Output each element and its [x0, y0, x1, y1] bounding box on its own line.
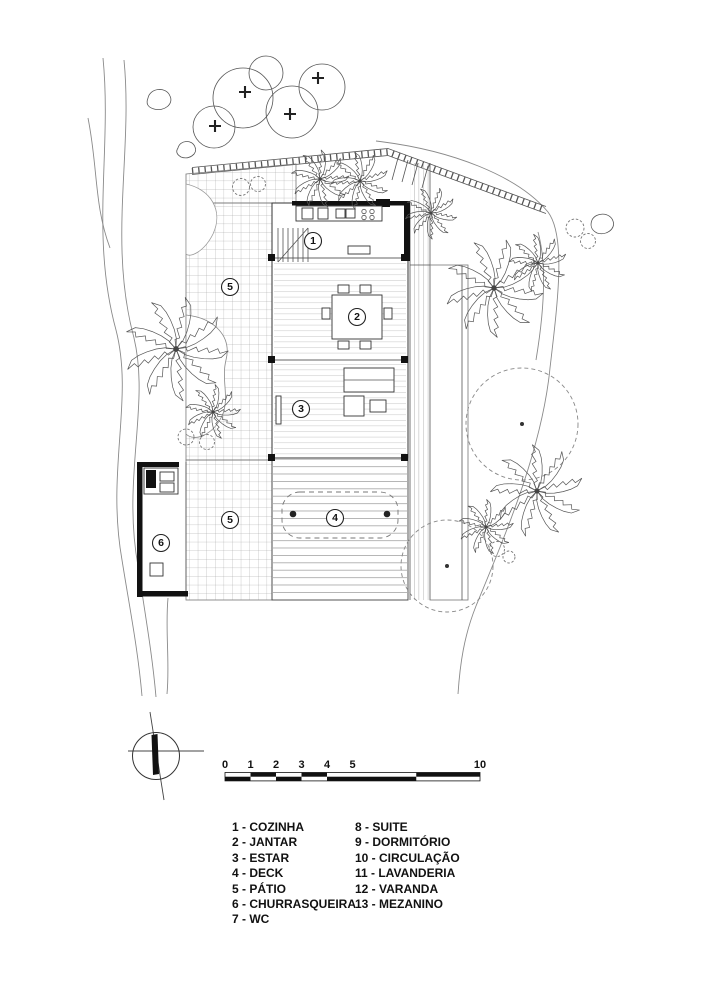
deck: [271, 457, 409, 601]
legend-item: 5 - PÁTIO: [232, 881, 287, 896]
scale-tick-label: 3: [298, 759, 304, 771]
legend-column-2: 8 - SUITE 9 - DORMITÓRIO 10 - CIRCULAÇÃO…: [355, 820, 460, 912]
scale-tick-label: 2: [273, 759, 279, 771]
rock-outlines: [146, 89, 614, 235]
room-marker: 4: [325, 508, 345, 528]
legend-column-1: 1 - COZINHA 2 - JANTAR 3 - ESTAR 4 - DEC…: [232, 820, 356, 928]
house-walls: [268, 199, 410, 461]
room-marker-label: 1: [310, 235, 316, 247]
room-marker-label: 5: [227, 514, 233, 526]
room-marker: 2: [347, 307, 367, 327]
room-marker: 5: [220, 510, 240, 530]
legend-item: 12 - VARANDA: [355, 881, 439, 896]
scale-tick-label: 0: [222, 759, 228, 771]
room-marker: 6: [151, 533, 171, 553]
legend-item: 6 - CHURRASQUEIRA: [232, 897, 357, 912]
room-marker: 1: [303, 231, 323, 251]
legend-item: 9 - DORMITÓRIO: [355, 835, 451, 850]
churrasqueira: [137, 462, 188, 597]
legend-item: 13 - MEZANINO: [355, 897, 444, 912]
scale-tick-label: 4: [324, 759, 331, 771]
legend-item: 10 - CIRCULAÇÃO: [355, 850, 460, 865]
scale-tick-label: 10: [474, 759, 486, 771]
legend-item: 11 - LAVANDERIA: [355, 866, 456, 881]
canopy-trees: [192, 55, 346, 149]
legend-item: 7 - WC: [232, 912, 270, 927]
scale-tick-label: 5: [349, 759, 355, 771]
room-marker: 5: [220, 277, 240, 297]
room-markers: 1 2 3 4 5 5 6: [151, 231, 367, 553]
legend-item: 4 - DECK: [232, 866, 284, 881]
scale-tick-label: 1: [247, 759, 253, 771]
garden-beds: [185, 183, 228, 438]
room-marker: 3: [291, 399, 311, 419]
room-marker-label: 5: [227, 281, 233, 293]
north-compass-icon: [128, 711, 204, 801]
terrain-contour-lines: [87, 57, 560, 698]
kitchen-fittings: [295, 205, 383, 255]
legend-item: 2 - JANTAR: [232, 835, 298, 850]
stair: [277, 227, 309, 263]
legend-item: 3 - ESTAR: [232, 850, 290, 865]
room-marker-label: 6: [158, 537, 164, 549]
shrubs: [177, 176, 596, 564]
room-marker-label: 4: [332, 512, 338, 524]
room-marker-label: 2: [354, 311, 360, 323]
right-garden-strip: [410, 264, 469, 601]
legend-item: 8 - SUITE: [355, 820, 408, 834]
living-furniture: [275, 367, 395, 425]
legend-item: 1 - COZINHA: [232, 820, 304, 834]
room-marker-label: 3: [298, 403, 304, 415]
scale-bar: 0 1 2 3 4 5 10: [222, 759, 486, 782]
